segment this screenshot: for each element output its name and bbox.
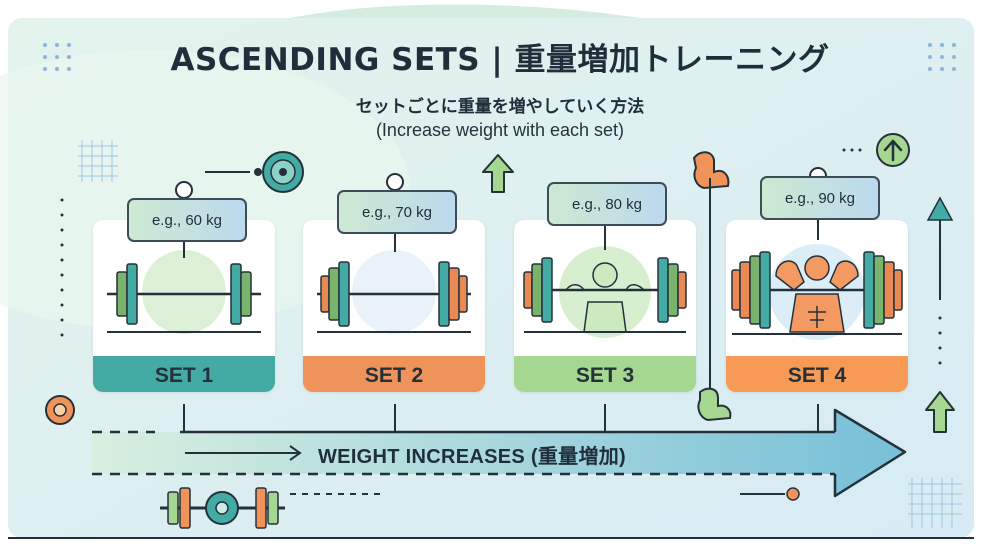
set-band-3 xyxy=(514,356,696,392)
orange-plate-icon xyxy=(45,395,75,425)
set-label-1: SET 1 xyxy=(154,364,214,387)
dotted-line-left xyxy=(60,198,64,337)
set-label-3: SET 3 xyxy=(575,364,635,387)
barbell-illustration-2 xyxy=(317,250,471,334)
set-label-2: SET 2 xyxy=(364,364,424,387)
weight-tag-1: e.g., 60 kg xyxy=(127,198,247,242)
page-title: ASCENDING SETS | 重量増加トレーニング xyxy=(170,42,830,78)
weight-increases-label: WEIGHT INCREASES (重量増加) xyxy=(318,446,627,468)
up-arrow-icon xyxy=(482,154,514,193)
subtitle-english: (Increase weight with each set) xyxy=(375,120,625,140)
flexed-arm-icon-2 xyxy=(697,387,732,422)
barbell-illustration-4 xyxy=(731,244,903,340)
deco-dots-top-right xyxy=(842,148,862,152)
set-band-1 xyxy=(93,356,275,392)
subtitle-japanese: セットごとに重量を増やしていく方法 xyxy=(355,97,645,117)
set-card-4: SET 4 xyxy=(726,220,908,392)
weight-tag-3: e.g., 80 kg xyxy=(547,182,667,226)
weight-tag-2: e.g., 70 kg xyxy=(337,190,457,234)
barbell-icon xyxy=(160,487,285,529)
set-label-4: SET 4 xyxy=(787,364,847,387)
barbell-illustration-1 xyxy=(107,250,261,334)
set-band-4 xyxy=(726,356,908,392)
grid-lines-bottom-right xyxy=(908,478,962,528)
dot-grid-top-left xyxy=(43,43,71,71)
weight-increases-arrow xyxy=(92,408,907,498)
set-card-1: SET 1 xyxy=(93,220,275,392)
deco-line-top-left xyxy=(205,168,262,176)
small-up-arrow-icon xyxy=(925,391,955,433)
dotted-line-right xyxy=(938,316,942,365)
set-band-2 xyxy=(303,356,485,392)
weight-plate-icon xyxy=(262,151,304,193)
barbell-illustration-3 xyxy=(523,246,687,338)
flexed-arm-icon xyxy=(692,151,730,190)
dot-grid-top-right xyxy=(928,43,956,71)
grid-lines-left xyxy=(78,140,118,182)
weight-tag-4: e.g., 90 kg xyxy=(760,176,880,220)
circled-up-arrow-icon xyxy=(876,133,910,167)
tall-up-arrow-icon xyxy=(926,196,954,300)
